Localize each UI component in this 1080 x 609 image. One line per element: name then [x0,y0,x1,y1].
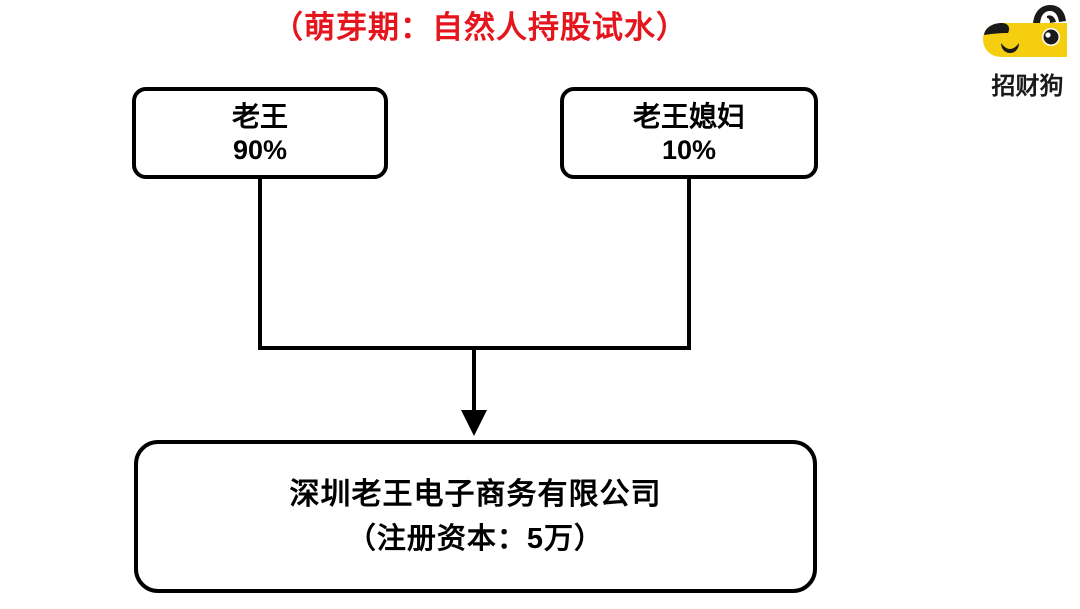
shareholder-percentage: 90% [232,134,288,165]
connector-center-stem [472,346,476,414]
company-registered-capital: （注册资本：5万） [346,522,605,555]
shareholder-box-owner1: 老王 90% [132,87,388,179]
page-title: （萌芽期：自然人持股试水） [272,10,688,45]
brand-name: 招财狗 [991,73,1064,100]
connector-owner1-vertical [258,179,262,350]
brand-logo: 招财狗 [975,4,1080,106]
connector-owner2-vertical [687,179,691,350]
down-arrow-icon [461,410,487,436]
shareholder-name: 老王媳妇 [632,100,745,132]
shareholder-percentage: 10% [661,134,717,165]
company-name: 深圳老王电子商务有限公司 [289,477,662,511]
company-box: 深圳老王电子商务有限公司 （注册资本：5万） [134,440,817,593]
shareholder-name: 老王 [231,100,288,132]
shareholder-box-owner2: 老王媳妇 10% [560,87,818,179]
dog-head-icon [983,5,1067,57]
